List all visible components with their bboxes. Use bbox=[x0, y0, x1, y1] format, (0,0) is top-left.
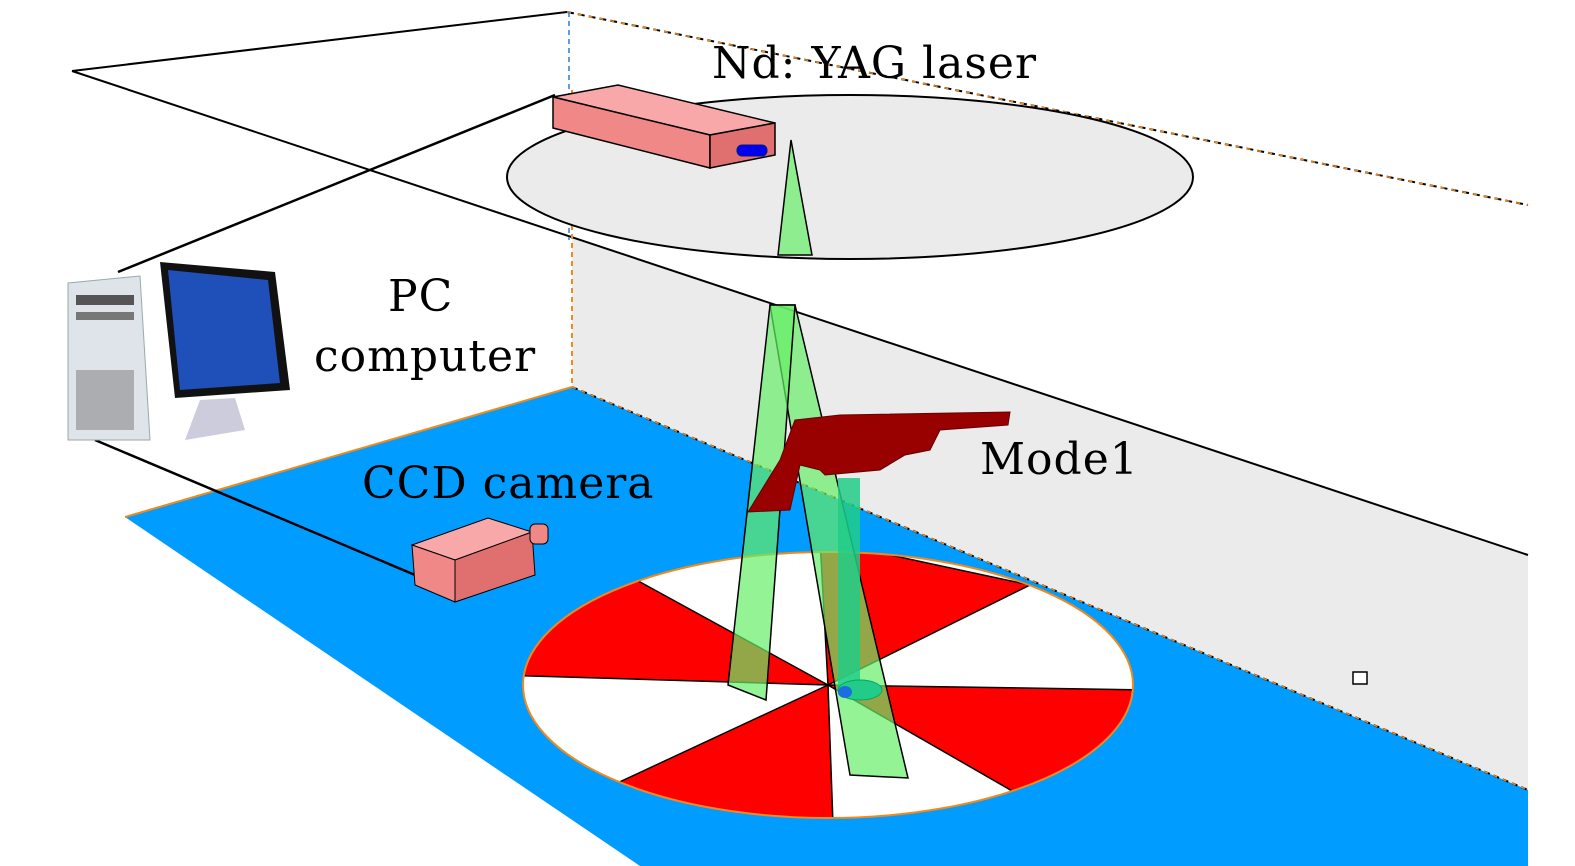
pc-label-line2: computer bbox=[314, 331, 537, 382]
model-label: Mode1 bbox=[980, 434, 1139, 485]
camera-label: CCD camera bbox=[362, 458, 655, 509]
marker-icon bbox=[1352, 671, 1368, 685]
laser-device bbox=[552, 84, 776, 169]
pc-label-line1: PC bbox=[388, 271, 454, 322]
aircraft-model bbox=[747, 411, 1011, 701]
pc-computer-icon bbox=[67, 262, 290, 441]
ccd-camera-icon bbox=[410, 517, 549, 603]
laser-label: Nd: YAG laser bbox=[712, 38, 1037, 89]
